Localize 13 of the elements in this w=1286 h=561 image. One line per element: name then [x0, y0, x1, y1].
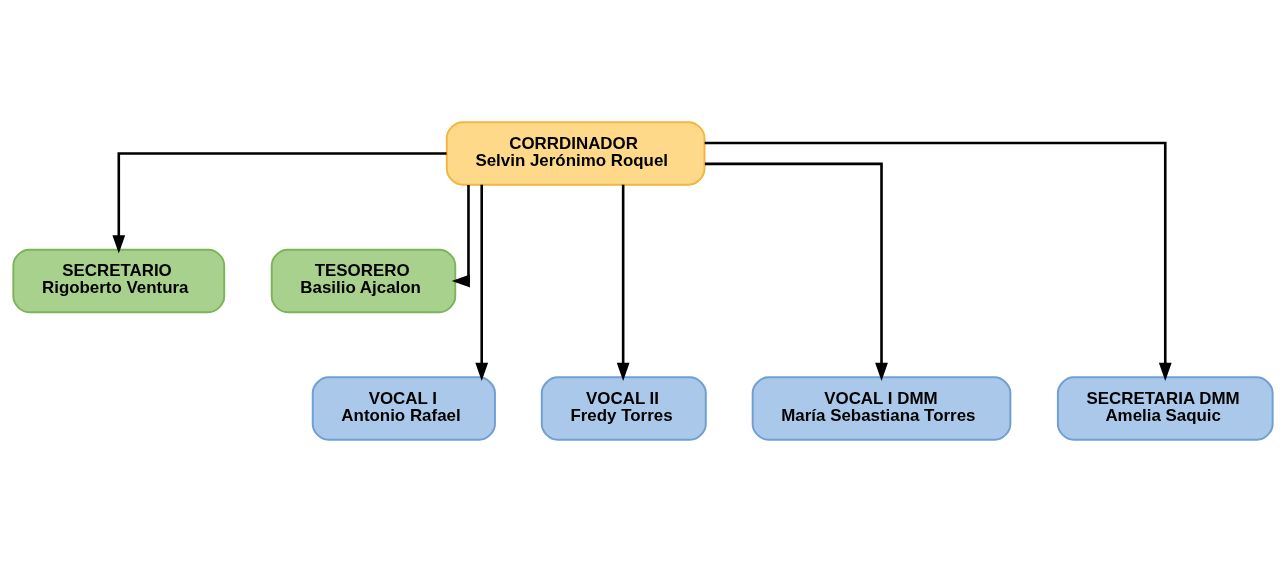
node-box: TESORERO Basilio Ajcalon — [270, 248, 457, 313]
arrow — [704, 162, 888, 381]
node-box: VOCAL I Antonio Rafael — [311, 375, 496, 441]
arrow — [616, 184, 630, 381]
node-box: SECRETARIA DMM Amelia Saquic — [1056, 375, 1274, 441]
node-box: VOCAL I DMM María Sebastiana Torres — [751, 375, 1012, 441]
node-box: VOCAL II Fredy Torres — [540, 375, 707, 441]
node-box: SECRETARIO Rigoberto Ventura — [12, 248, 226, 313]
arrow — [475, 184, 489, 381]
arrow — [704, 141, 1172, 381]
node-box: CORRDINADOR Selvin Jerónimo Roquel — [445, 120, 706, 186]
arrow — [451, 184, 470, 287]
arrow — [112, 151, 447, 253]
